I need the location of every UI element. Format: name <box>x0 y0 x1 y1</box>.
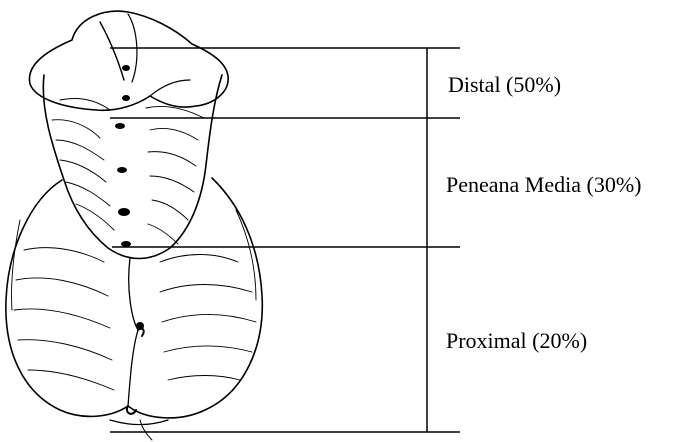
shaft-outline <box>43 75 222 259</box>
scrotum-outline <box>6 178 262 418</box>
glans-outline <box>29 11 228 110</box>
label-peneana-media: Peneana Media (30%) <box>446 174 641 196</box>
scrotal-raphe <box>128 258 138 406</box>
label-distal: Distal (50%) <box>448 74 561 96</box>
scrotum-hatching <box>11 210 256 390</box>
label-proximal: Proximal (20%) <box>446 330 587 352</box>
shaft-hatching <box>52 98 204 244</box>
measurement-lines <box>110 48 460 432</box>
anatomical-illustration <box>6 11 262 440</box>
